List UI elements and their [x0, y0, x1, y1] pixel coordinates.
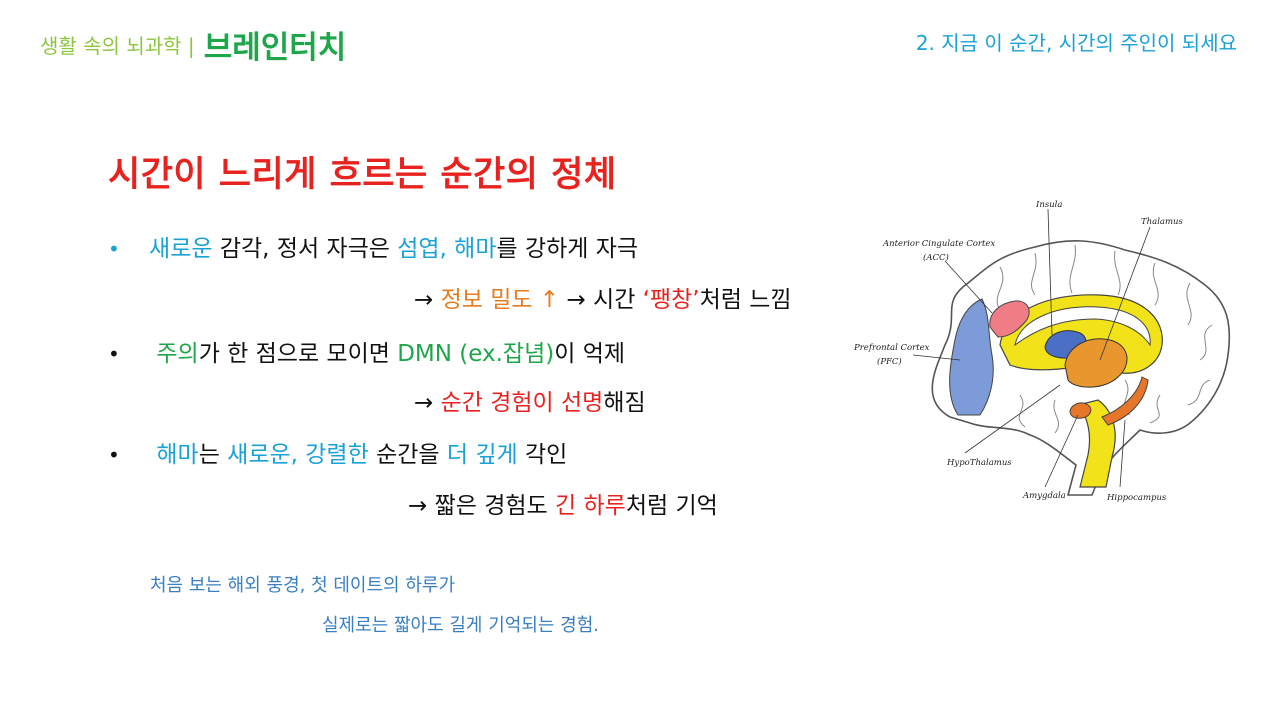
- brain-diagram: Insula Thalamus Anterior Cingulate Corte…: [853, 200, 1231, 503]
- label-amygdala: Amygdala: [1022, 491, 1066, 501]
- bullet-3-seg-4: 순간을: [368, 442, 447, 468]
- thalamus-region: [1064, 338, 1128, 388]
- leader-lines: [912, 208, 1151, 488]
- bullet-3-long-day: 긴 하루: [555, 493, 626, 519]
- label-acc-2: (ACC): [923, 252, 949, 263]
- bullet-1-expansion: ‘팽창’: [642, 287, 700, 313]
- slide-title: 시간이 느리게 흐르는 순간의 정체: [108, 155, 617, 195]
- bullet-3-marker: •: [108, 443, 120, 467]
- label-acc-1: Anterior Cingulate Cortex: [882, 239, 995, 249]
- bullet-2-arrow: →: [414, 390, 441, 416]
- bullet-2-line-1: • 주의가 한 점으로 모이면 DMN (ex.잡념)이 억제: [108, 334, 625, 368]
- bullet-2-line-2: → 순간 경험이 선명해짐: [414, 383, 646, 417]
- bullet-2-seg-4: 이 억제: [554, 341, 626, 367]
- label-hypothalamus: HypoThalamus: [946, 458, 1012, 468]
- note-line-2: 실제로는 짧아도 길게 기억되는 경험.: [322, 615, 600, 636]
- bullet-3-line-1: • 해마는 새로운, 강렬한 순간을 더 깊게 각인: [108, 435, 567, 469]
- bullet-2-seg-2: 가 한 점으로 모이면: [198, 341, 398, 367]
- label-thalamus: Thalamus: [1141, 217, 1184, 227]
- bullet-3-seg-6: 각인: [517, 442, 568, 468]
- acc-region: [989, 300, 1030, 338]
- bullet-3-seg-5: 더 깊게: [446, 442, 518, 468]
- bullet-1-seg-3: 섬엽, 해마: [397, 236, 497, 262]
- note-line-1: 처음 보는 해외 풍경, 첫 데이트의 하루가: [150, 575, 456, 596]
- hippocampus-region: [1101, 376, 1149, 426]
- series-label: 생활 속의 뇌과학 |: [40, 34, 195, 58]
- bullet-2-seg-3: DMN (ex.잡념): [397, 341, 555, 367]
- label-pfc-2: (PFC): [877, 356, 902, 367]
- bullet-2-seg-1: 주의: [156, 341, 199, 367]
- bullet-3-seg-2: 는: [198, 442, 228, 468]
- header-brand: 생활 속의 뇌과학 | 브레인터치: [40, 22, 346, 67]
- bullet-3-line-2: → 짧은 경험도 긴 하루처럼 기억: [408, 486, 718, 520]
- bullet-1-seg-1: 새로운: [149, 236, 213, 262]
- bullet-1-seg-2: 감각, 정서 자극은: [212, 236, 398, 262]
- amygdala-region: [1069, 402, 1092, 419]
- bullet-1-line-2: → 정보 밀도 ↑ → 시간 ‘팽창’처럼 느낌: [414, 280, 792, 314]
- bullet-1-seg-5: → 시간: [559, 287, 643, 313]
- bullet-2-marker: •: [108, 342, 120, 366]
- pfc-region: [949, 298, 994, 416]
- bullet-3-seg-3: 새로운, 강렬한: [227, 442, 369, 468]
- section-title: 2. 지금 이 순간, 시간의 주인이 되세요: [915, 31, 1237, 55]
- bullet-3-seg-7: 처럼 기억: [625, 493, 718, 519]
- bullet-2-vivid: 순간 경험이 선명: [440, 390, 604, 416]
- brand-name: 브레인터치: [203, 30, 347, 66]
- bullet-2-seg-5: 해짐: [603, 390, 646, 416]
- bullet-1-seg-6: 처럼 느낌: [699, 287, 792, 313]
- label-hippocampus: Hippocampus: [1106, 493, 1167, 503]
- bullet-3-arrow: → 짧은 경험도: [408, 493, 556, 519]
- bullet-1-density: 정보 밀도 ↑: [440, 287, 560, 313]
- bullet-1-seg-4: 를 강하게 자극: [496, 236, 639, 262]
- label-pfc-1: Prefrontal Cortex: [853, 343, 930, 353]
- label-insula: Insula: [1035, 200, 1062, 210]
- bullet-1-line-1: • 새로운 감각, 정서 자극은 섬엽, 해마를 강하게 자극: [108, 229, 638, 263]
- bullet-1-marker: •: [108, 237, 120, 261]
- bullet-1-arrow: →: [414, 287, 441, 313]
- bullet-3-seg-1: 해마: [156, 442, 199, 468]
